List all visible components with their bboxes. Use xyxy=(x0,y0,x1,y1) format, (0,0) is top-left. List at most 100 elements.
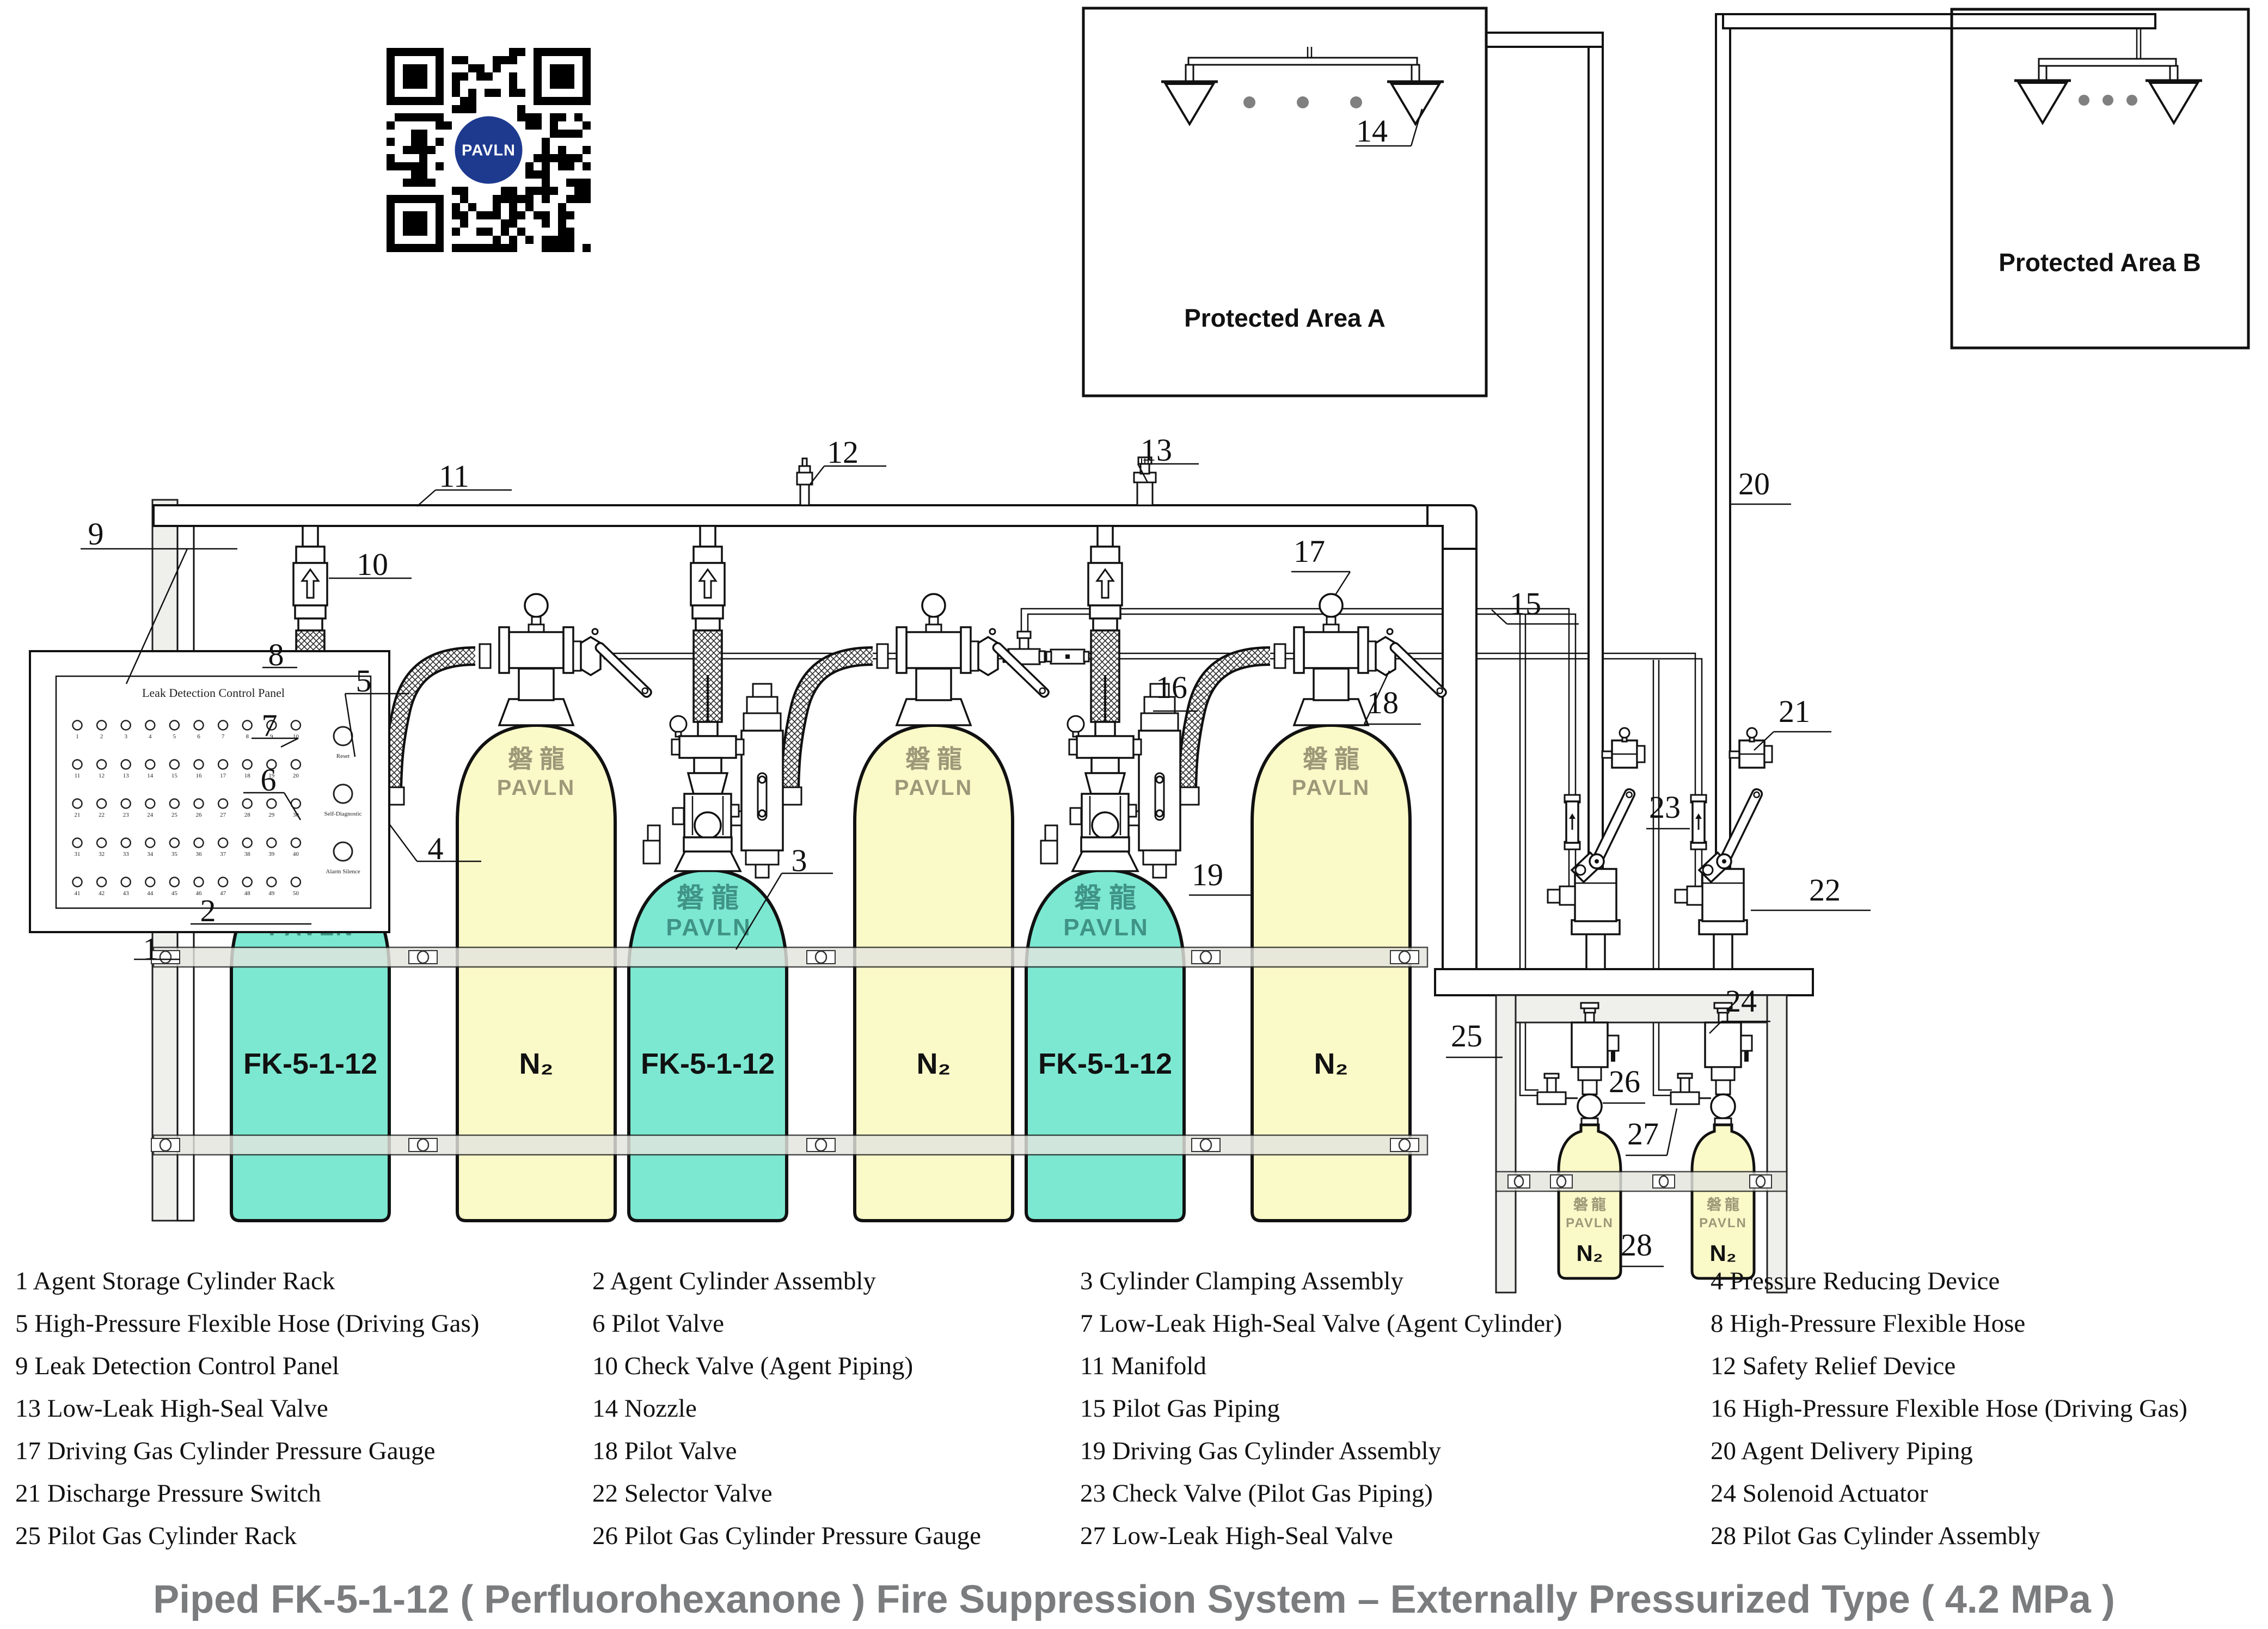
led-zone-21 xyxy=(72,798,83,809)
callout-leader-4 xyxy=(388,823,418,862)
led-zone-29 xyxy=(266,798,277,809)
led-zone-18 xyxy=(242,759,253,770)
callout-5: 5 xyxy=(356,663,372,699)
led-zone-number: 32 xyxy=(99,851,105,858)
callout-8: 8 xyxy=(268,637,284,672)
nozzle-dot xyxy=(2103,95,2113,106)
led-zone-15 xyxy=(169,759,180,770)
strap-bolt xyxy=(1390,1138,1419,1152)
led-zone-number: 18 xyxy=(244,773,251,779)
legend-item-18: 18 Pilot Valve xyxy=(592,1437,737,1465)
strap-bolt xyxy=(1652,1174,1675,1189)
legend-item-9: 9 Leak Detection Control Panel xyxy=(15,1352,339,1380)
distribution-header xyxy=(1434,968,1814,996)
pilot-rack-top-rail xyxy=(1495,994,1788,1024)
callout-21: 21 xyxy=(1779,694,1810,729)
pilot-cylinder-1 xyxy=(1537,1003,1621,1278)
callout-22: 22 xyxy=(1809,872,1841,908)
legend-item-17: 17 Driving Gas Cylinder Pressure Gauge xyxy=(15,1437,435,1465)
callout-leader-9 xyxy=(125,548,188,684)
protected-area-b-label: Protected Area B xyxy=(1999,248,2201,277)
callout-leader-24 xyxy=(1709,1021,1722,1034)
pilot-rack-left-post xyxy=(1495,994,1517,1294)
callout-2: 2 xyxy=(200,893,216,928)
led-zone-35 xyxy=(169,837,180,848)
nozzle-dot xyxy=(1243,96,1255,108)
led-zone-number: 44 xyxy=(147,890,154,897)
callout-leader-17 xyxy=(1334,571,1351,596)
callout-14: 14 xyxy=(1356,113,1388,149)
led-zone-number: 45 xyxy=(171,890,178,897)
led-zone-number: 39 xyxy=(268,851,275,858)
callout-leader-21 xyxy=(1754,731,1774,751)
pilot-coupling xyxy=(1045,648,1090,665)
led-zone-number: 31 xyxy=(75,851,81,858)
panel-title: Leak Detection Control Panel xyxy=(142,686,285,700)
led-zone-17 xyxy=(217,759,229,770)
led-zone-32 xyxy=(96,837,107,848)
n2-cylinder-1 xyxy=(457,594,653,1221)
callout-leader-12 xyxy=(808,466,825,486)
led-zone-25 xyxy=(169,798,180,809)
strap-bolt xyxy=(806,1138,836,1152)
led-zone-number: 24 xyxy=(147,812,154,818)
panel-button-label: Reset xyxy=(336,753,350,760)
led-zone-number: 47 xyxy=(220,890,226,897)
callout-19: 19 xyxy=(1192,857,1223,892)
clamping-strap xyxy=(152,1134,1429,1156)
panel-button-alarm-silence[interactable] xyxy=(333,841,353,862)
led-zone-number: 5 xyxy=(173,733,176,740)
led-zone-number: 23 xyxy=(123,812,130,818)
led-zone-number: 25 xyxy=(171,812,178,818)
led-zone-number: 42 xyxy=(99,890,105,897)
strap-bolt xyxy=(151,1138,180,1152)
legend-item-11: 11 Manifold xyxy=(1080,1352,1206,1380)
led-zone-50 xyxy=(290,877,302,887)
legend-item-10: 10 Check Valve (Agent Piping) xyxy=(592,1352,913,1380)
led-zone-number: 36 xyxy=(196,851,203,858)
panel-button-self-diagnostic[interactable] xyxy=(333,783,353,804)
callout-12: 12 xyxy=(827,434,859,470)
led-zone-number: 21 xyxy=(75,812,81,818)
led-zone-1 xyxy=(72,720,83,731)
strap-bolt xyxy=(408,1138,438,1152)
pilot-rack-right-post xyxy=(1766,994,1788,1294)
pilot-check-valve-b xyxy=(1690,794,1707,850)
led-zone-number: 8 xyxy=(246,733,249,740)
led-zone-number: 27 xyxy=(220,812,226,818)
pilot-check-valve-a xyxy=(1564,794,1581,850)
callout-leader-15 xyxy=(1491,609,1507,624)
legend-item-20: 20 Agent Delivery Piping xyxy=(1711,1437,1973,1465)
callout-leader-11 xyxy=(416,489,436,507)
strap-bolt xyxy=(1550,1174,1573,1189)
led-zone-number: 29 xyxy=(268,812,275,818)
led-zone-number: 6 xyxy=(197,733,200,740)
led-zone-22 xyxy=(96,798,107,809)
callout-4: 4 xyxy=(428,831,444,866)
led-zone-41 xyxy=(72,877,83,887)
pilot-clamping-strap-bar xyxy=(1495,1171,1788,1192)
legend-item-16: 16 High-Pressure Flexible Hose (Driving … xyxy=(1711,1394,2187,1423)
led-zone-number: 10 xyxy=(293,733,299,740)
led-zone-number: 9 xyxy=(270,733,273,740)
led-zone-number: 37 xyxy=(220,851,226,858)
panel-button-reset[interactable] xyxy=(333,726,353,746)
led-zone-number: 17 xyxy=(220,773,226,779)
led-zone-39 xyxy=(266,837,277,848)
legend-item-23: 23 Check Valve (Pilot Gas Piping) xyxy=(1080,1479,1433,1508)
cylinder-clamping-straps xyxy=(151,946,1429,1156)
led-zone-number: 3 xyxy=(124,733,127,740)
strap-bolt xyxy=(1749,1174,1772,1189)
pressure-switch-a xyxy=(1601,727,1646,769)
led-zone-16 xyxy=(193,759,204,770)
callout-26: 26 xyxy=(1609,1064,1640,1099)
n2-cylinder-2 xyxy=(855,594,1050,1221)
legend-item-26: 26 Pilot Gas Cylinder Pressure Gauge xyxy=(592,1522,981,1550)
callout-leader-3 xyxy=(735,873,783,950)
led-zone-number: 19 xyxy=(268,773,275,779)
led-zone-45 xyxy=(169,877,180,887)
led-zone-9 xyxy=(266,720,277,731)
led-zone-number: 46 xyxy=(196,890,203,897)
